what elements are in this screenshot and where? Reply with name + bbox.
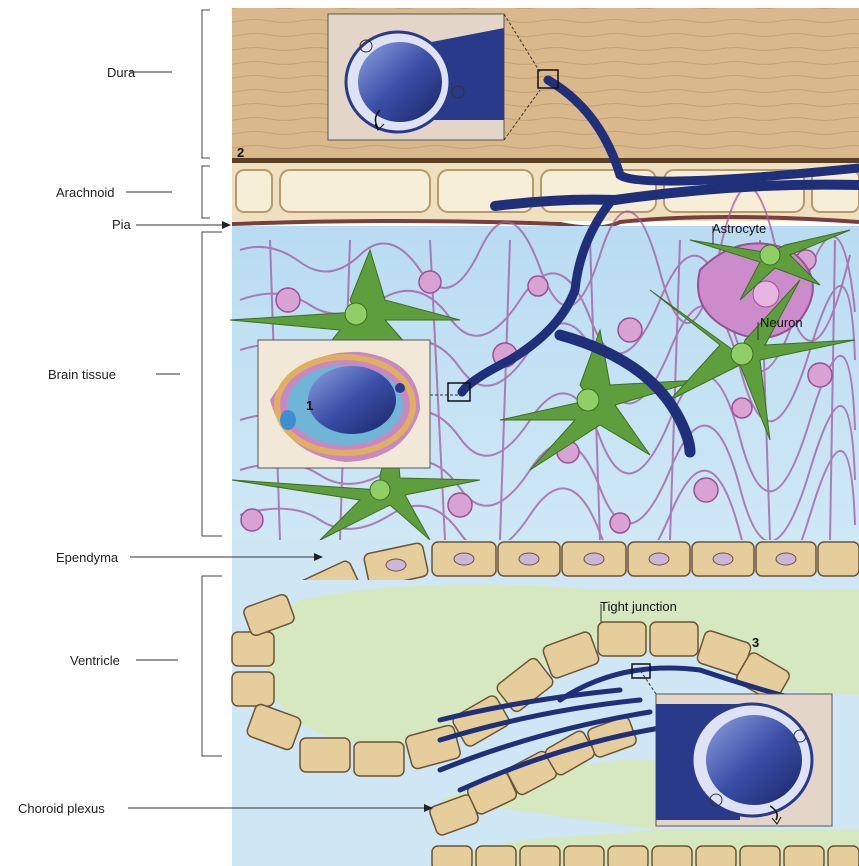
marker-3: 3 <box>752 635 759 650</box>
marker-2: 2 <box>237 145 244 160</box>
label-arachnoid: Arachnoid <box>56 185 115 200</box>
label-pia: Pia <box>112 217 132 232</box>
marker-1: 1 <box>306 398 313 413</box>
label-ventricle: Ventricle <box>70 653 120 668</box>
ventricle-bracket <box>202 576 222 756</box>
arachnoid-bracket <box>202 166 210 218</box>
brain-tissue-bracket <box>202 232 222 536</box>
illustration-panel <box>230 8 859 866</box>
label-brain-tissue: Brain tissue <box>48 367 116 382</box>
label-neuron: Neuron <box>760 315 803 330</box>
label-tight-junction: Tight junction <box>600 599 677 614</box>
label-ependyma: Ependyma <box>56 550 119 565</box>
label-astrocyte: Astrocyte <box>712 221 766 236</box>
label-choroid-plexus: Choroid plexus <box>18 801 105 816</box>
dura-bracket <box>202 10 210 158</box>
